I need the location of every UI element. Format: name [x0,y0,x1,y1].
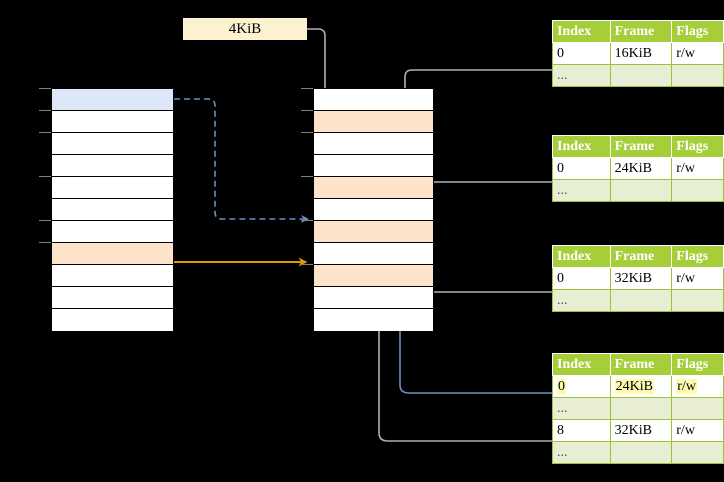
phys-cell-7 [314,243,433,265]
page-table-2-row-1-index: ... [552,179,611,202]
page-table-1-row-0-flags: r/w [671,42,724,65]
page-table-2-row-0-flags: r/w [671,157,724,180]
page-table-1-row-1[interactable]: ... [552,64,724,87]
page-table-1-row-0-frame: 16KiB [609,42,673,65]
vaddr-tick-1 [39,110,51,111]
page-table-1-header-flags: Flags [671,20,724,43]
vaddr-tick-4 [39,176,51,177]
page-table-2-row-0-frame: 24KiB [609,157,673,180]
vaddr-cell-1 [52,111,173,133]
phys-tick-6 [301,220,313,221]
phys-tick-8 [301,264,313,265]
phys-tick-1 [301,110,313,111]
page-table-4-row-1-flags [671,397,724,420]
page-table-1-header-index: Index [552,20,611,43]
page-table-1-header-frame: Frame [609,20,673,43]
page-table-4-header-flags: Flags [671,353,724,376]
page-table-3-header-index: Index [552,245,611,268]
vaddr-cell-0 [52,89,173,111]
page-table-2-row-1[interactable]: ... [552,179,724,202]
page-table-4-row-3-flags [671,441,724,464]
page-table-2-row-1-flags [671,179,724,202]
phys-cell-8 [314,265,433,287]
page-table-4-row-2-index: 8 [552,419,611,442]
page-table-4-row-1[interactable]: ... [552,397,724,420]
page-table-3-row-0-frame: 32KiB [609,267,673,290]
page-table-2-header-flags: Flags [671,135,724,158]
page-table-4-row-2-frame: 32KiB [609,419,673,442]
page-table-3-row-0-flags: r/w [671,267,724,290]
phys-cell-4 [314,177,433,199]
vaddr-cell-10 [52,309,173,331]
phys-tick-0 [301,88,313,89]
page-table-2-row-0-index: 0 [552,157,611,180]
vaddr-cell-7 [52,243,173,265]
vaddr-cell-9 [52,287,173,309]
page-table-4-row-0-frame: 24KiB [609,375,673,398]
phys-cell-9 [314,287,433,309]
page-table-4-row-1-frame [609,397,673,420]
phys-tick-4 [301,176,313,177]
page-table-2-header-frame: Frame [609,135,673,158]
phys-tick-2 [301,132,313,133]
page-table-3-row-1[interactable]: ... [552,289,724,312]
page-table-3-header-flags: Flags [671,245,724,268]
page-table-4-row-0-flags: r/w [671,375,724,398]
page-table-4-header-index: Index [552,353,611,376]
vaddr-tick-7 [39,242,51,243]
physical-memory-column [313,88,434,331]
phys-cell-5 [314,199,433,221]
phys-cell-3 [314,155,433,177]
page-table-4-row-3[interactable]: ... [552,441,724,464]
page-table-4-header-frame: Frame [609,353,673,376]
virtual-address-column [51,88,174,331]
page-table-3-row-1-index: ... [552,289,611,312]
page-size-label: 4KiB [183,18,307,40]
page-table-4-row-3-index: ... [552,441,611,464]
vaddr-cell-5 [52,199,173,221]
vaddr-cell-2 [52,133,173,155]
phys-cell-2 [314,133,433,155]
wire-table2-to-frame [422,181,552,224]
phys-cell-1 [314,111,433,133]
vaddr-cell-3 [52,155,173,177]
page-table-3-header-frame: Frame [609,245,673,268]
page-table-4-row-1-index: ... [552,397,611,420]
page-table-4-row-2-flags: r/w [671,419,724,442]
vaddr-tick-6 [39,220,51,221]
page-table-2-row-1-frame [609,179,673,202]
page-table-3-row-1-frame [609,289,673,312]
vaddr-tick-0 [39,88,51,89]
wire-vaddr-blue [174,98,309,223]
page-table-4-row-0-index: 0 [552,375,611,398]
vaddr-cell-8 [52,265,173,287]
vaddr-tick-2 [39,132,51,133]
page-table-1-row-1-flags [671,64,724,87]
vaddr-cell-6 [52,221,173,243]
page-table-2-header-index: Index [552,135,611,158]
page-table-1-row-1-index: ... [552,64,611,87]
phys-cell-10 [314,309,433,331]
page-table-4-row-3-frame [609,441,673,464]
page-table-1-row-0-index: 0 [552,42,611,65]
phys-cell-0 [314,89,433,111]
page-table-1-row-1-frame [609,64,673,87]
vaddr-cell-4 [52,177,173,199]
page-table-3-row-1-flags [671,289,724,312]
phys-cell-6 [314,221,433,243]
page-table-3-row-0-index: 0 [552,267,611,290]
